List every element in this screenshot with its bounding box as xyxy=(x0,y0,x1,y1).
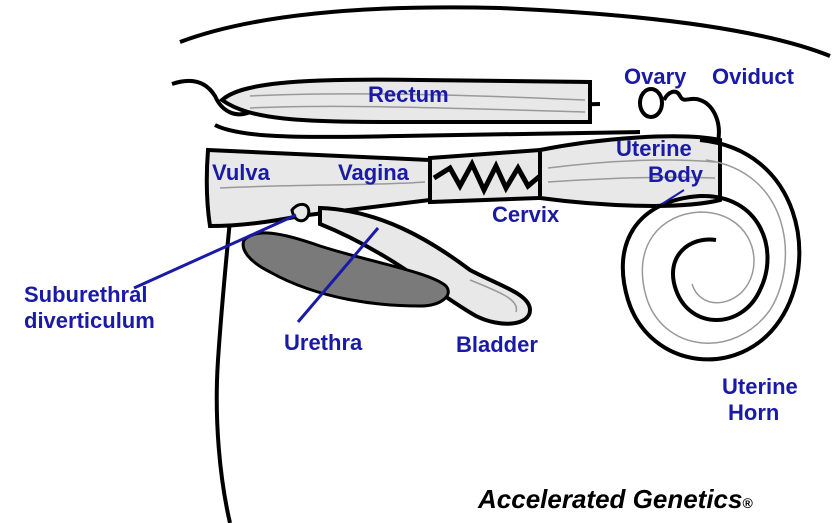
label-vagina: Vagina xyxy=(338,160,409,186)
label-uterine-horn-line1: Uterine xyxy=(722,374,798,400)
label-rectum: Rectum xyxy=(368,82,449,108)
label-uterine-body: Uterine Body xyxy=(616,136,703,188)
suburethral-diverticulum-shape xyxy=(292,204,309,220)
registered-mark: ® xyxy=(742,495,752,511)
label-urethra: Urethra xyxy=(284,330,362,356)
label-vulva: Vulva xyxy=(212,160,270,186)
brand-logo-text: Accelerated Genetics® xyxy=(478,484,753,515)
label-suburethral-line1: Suburethral xyxy=(24,282,155,308)
label-uterine-body-line1: Uterine xyxy=(616,136,703,162)
label-suburethral-line2: diverticulum xyxy=(24,308,155,334)
ovary-shape xyxy=(640,89,662,117)
label-ovary: Ovary xyxy=(624,64,686,90)
label-suburethral-diverticulum: Suburethral diverticulum xyxy=(24,282,155,334)
brand-name: Accelerated Genetics xyxy=(478,484,742,514)
label-uterine-horn-line2: Horn xyxy=(722,400,798,426)
back-outline xyxy=(180,7,830,56)
label-bladder: Bladder xyxy=(456,332,538,358)
label-uterine-body-line2: Body xyxy=(616,162,703,188)
label-cervix: Cervix xyxy=(492,202,559,228)
perineum-line xyxy=(215,125,640,137)
label-oviduct: Oviduct xyxy=(712,64,794,90)
label-uterine-horn: Uterine Horn xyxy=(722,374,798,426)
